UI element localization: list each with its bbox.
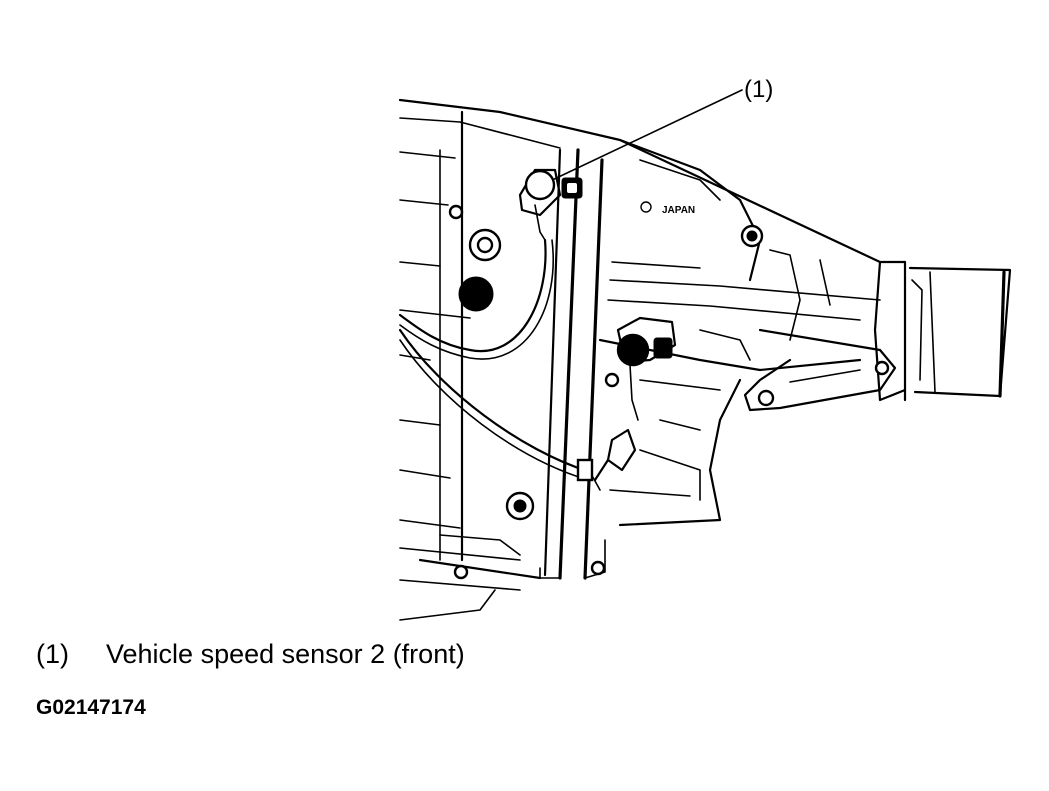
figure-id: G02147174 — [36, 696, 146, 719]
casting-mark: JAPAN — [640, 201, 695, 216]
speed-sensor-rear — [606, 316, 677, 472]
legend-text: Vehicle speed sensor 2 (front) — [106, 639, 465, 669]
legend-number: (1) — [36, 639, 69, 669]
callout-label: (1) — [744, 76, 773, 103]
transmission-case — [398, 98, 1012, 621]
casting-marking-text: JAPAN — [662, 205, 695, 216]
sensor-harness — [398, 238, 610, 491]
vehicle-speed-sensor-2-front — [518, 168, 583, 241]
case-bolts — [448, 204, 764, 580]
legend-item: (1) Vehicle speed sensor 2 (front) — [36, 636, 465, 672]
callout-leader-line — [547, 89, 743, 183]
